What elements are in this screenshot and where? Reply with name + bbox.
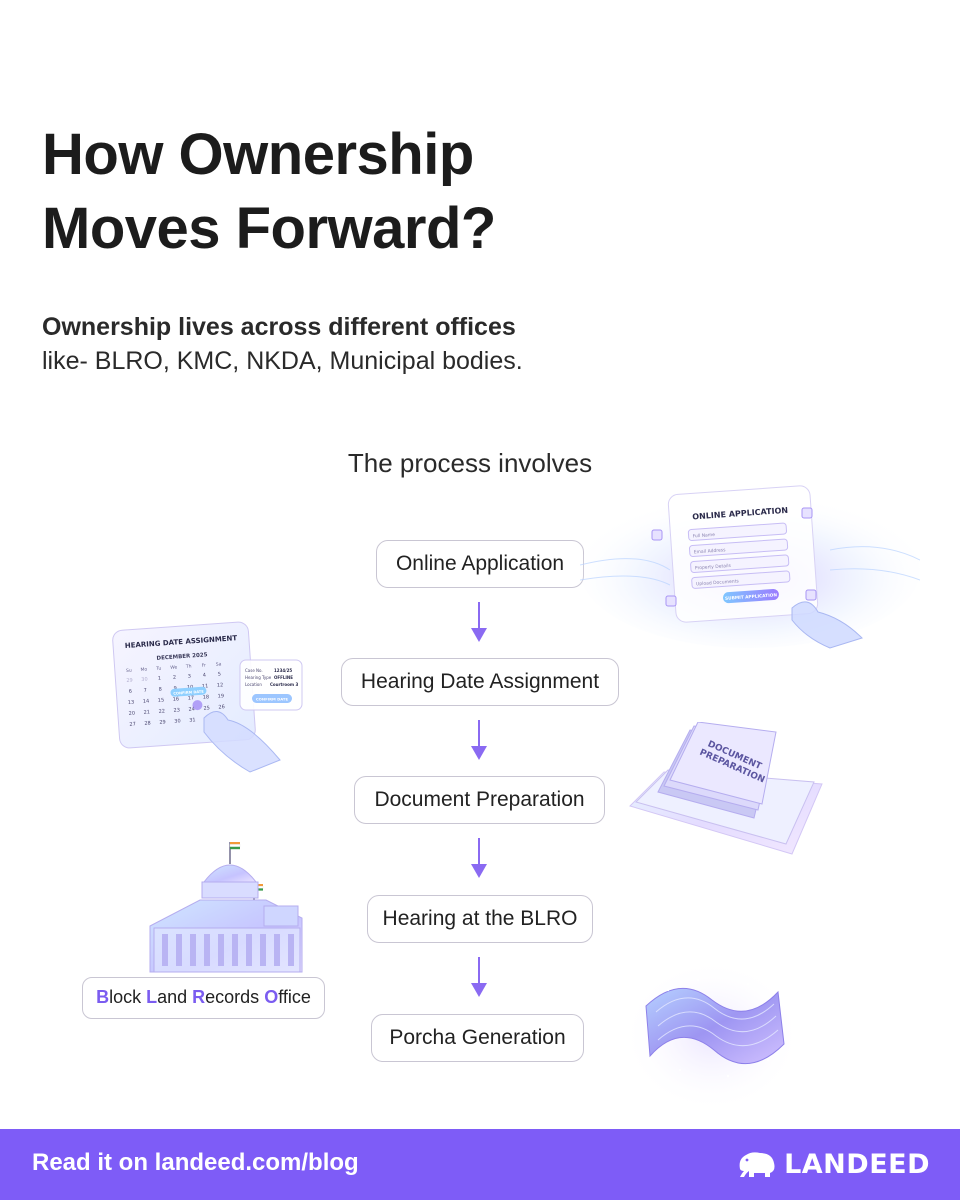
calendar-date: 23 bbox=[173, 707, 180, 713]
calendar-date: 17 bbox=[188, 695, 195, 701]
step-hearing-date-assignment: Hearing Date Assignment bbox=[341, 658, 619, 706]
step-porcha-generation: Porcha Generation bbox=[371, 1014, 584, 1062]
intro-normal: like- BLRO, KMC, NKDA, Municipal bodies. bbox=[42, 347, 523, 375]
step-online-application: Online Application bbox=[376, 540, 584, 588]
calendar-date: 31 bbox=[189, 717, 196, 723]
blro-building-illustration bbox=[149, 842, 303, 973]
online-app-field-4: Upload Documents bbox=[696, 578, 740, 587]
calendar-date: 6 bbox=[129, 689, 133, 695]
calendar-date: 21 bbox=[143, 709, 150, 715]
hearing-side-value-1: 1234/25 bbox=[274, 668, 292, 673]
blro-cap-b: B bbox=[96, 987, 110, 1007]
online-app-field-1: Full Name bbox=[692, 532, 715, 540]
calendar-date: 30 bbox=[141, 677, 148, 683]
calendar-day-label: Tu bbox=[155, 666, 161, 672]
calendar-date: 2 bbox=[173, 675, 177, 681]
calendar-date: 12 bbox=[217, 682, 224, 688]
title-line-1: How Ownership bbox=[42, 122, 474, 187]
calendar-date: 28 bbox=[144, 720, 151, 726]
blro-rest-b: lock bbox=[109, 987, 147, 1007]
calendar-date: 26 bbox=[218, 704, 225, 710]
hearing-side-label-3: Location bbox=[245, 682, 262, 687]
footer-blog-link[interactable]: Read it on landeed.com/blog bbox=[32, 1149, 359, 1176]
calendar-date: 7 bbox=[144, 688, 148, 694]
calendar-date: 27 bbox=[129, 721, 136, 727]
calendar-day-label: Th bbox=[185, 663, 192, 669]
calendar-date: 3 bbox=[188, 673, 192, 679]
calendar-date: 11 bbox=[202, 683, 209, 689]
calendar-date: 29 bbox=[126, 678, 133, 684]
intro-bold: Ownership lives across different offices bbox=[42, 313, 516, 341]
hearing-cal-button: CONFIRM DATE bbox=[173, 690, 204, 696]
calendar-date: 22 bbox=[158, 708, 165, 714]
calendar-date: 8 bbox=[158, 687, 162, 693]
calendar-date: 14 bbox=[143, 698, 150, 704]
blro-label: Block Land Records Office bbox=[82, 977, 325, 1019]
intro-text: Ownership lives across different offices… bbox=[42, 310, 523, 378]
calendar-date: 18 bbox=[203, 694, 210, 700]
brand-logo: LANDEED bbox=[736, 1147, 930, 1181]
calendar-day-label: We bbox=[170, 664, 178, 670]
calendar-date: 4 bbox=[203, 672, 207, 678]
hearing-month: DECEMBER 2025 bbox=[156, 652, 207, 662]
calendar-date: 16 bbox=[173, 696, 180, 702]
arrow-down-icon bbox=[471, 838, 487, 878]
footer-bar: Read it on landeed.com/blog LANDEED bbox=[0, 1129, 960, 1200]
hearing-side-value-2: OFFLINE bbox=[274, 675, 293, 680]
calendar-date: 20 bbox=[128, 710, 135, 716]
hearing-side-label-1: Case No. bbox=[245, 668, 263, 673]
blro-cap-o: O bbox=[264, 987, 279, 1007]
calendar-date: 15 bbox=[158, 697, 165, 703]
brand-name: LANDEED bbox=[784, 1148, 930, 1180]
calendar-day-label: Mo bbox=[140, 667, 147, 673]
step-hearing-at-blro: Hearing at the BLRO bbox=[367, 895, 593, 943]
calendar-date: 25 bbox=[203, 705, 210, 711]
blro-cap-l: L bbox=[146, 987, 158, 1007]
page-title: How Ownership Moves Forward? bbox=[42, 118, 496, 266]
document-preparation-illustration: DOCUMENT PREPARATION bbox=[629, 722, 823, 855]
blro-rest-r: ecords bbox=[205, 987, 265, 1007]
elephant-logo-icon bbox=[739, 1152, 775, 1177]
hearing-side-button: CONFIRM DATE bbox=[256, 697, 289, 702]
title-line-2: Moves Forward? bbox=[42, 196, 496, 261]
calendar-date: 9 bbox=[173, 686, 177, 692]
arrow-down-icon bbox=[471, 957, 487, 997]
blro-cap-r: R bbox=[192, 987, 206, 1007]
calendar-day-label: Sa bbox=[216, 661, 222, 667]
blro-rest-o: ffice bbox=[278, 987, 311, 1007]
hearing-date-illustration: HEARING DATE ASSIGNMENT DECEMBER 2025 Su… bbox=[112, 621, 303, 773]
calendar-date: 13 bbox=[128, 700, 135, 706]
calendar-date: 5 bbox=[218, 671, 222, 677]
porcha-illustration bbox=[630, 966, 794, 1106]
arrow-down-icon bbox=[471, 602, 487, 642]
hearing-side-label-2: Hearing Type bbox=[245, 675, 272, 680]
calendar-date: 24 bbox=[188, 706, 195, 712]
hearing-side-value-3: Courtroom 3 bbox=[270, 682, 298, 687]
calendar-date: 1 bbox=[158, 676, 162, 682]
online-app-field-2: Email Address bbox=[694, 547, 727, 555]
online-application-illustration: ONLINE APPLICATION Full Name Email Addre… bbox=[580, 485, 920, 649]
calendar-date: 30 bbox=[174, 718, 181, 724]
online-app-submit: SUBMIT APPLICATION bbox=[725, 592, 778, 602]
calendar-day-label: Su bbox=[126, 668, 132, 674]
blro-rest-l: and bbox=[157, 987, 193, 1007]
calendar-date: 19 bbox=[217, 693, 224, 699]
online-app-field-3: Property Details bbox=[695, 563, 732, 572]
calendar-day-label: Fr bbox=[201, 662, 206, 668]
step-document-preparation: Document Preparation bbox=[354, 776, 605, 824]
calendar-date: 29 bbox=[159, 719, 166, 725]
arrow-down-icon bbox=[471, 720, 487, 760]
process-label: The process involves bbox=[347, 448, 593, 478]
